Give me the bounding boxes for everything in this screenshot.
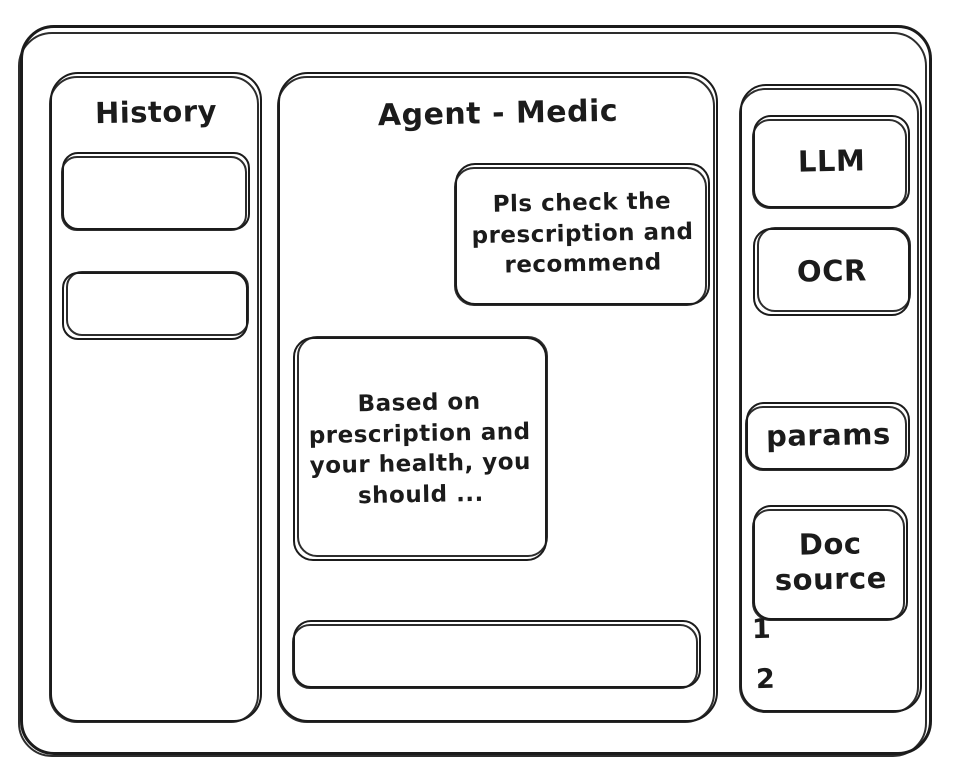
history-list-item[interactable] [61,152,250,231]
tool-card-params[interactable]: params [745,402,910,471]
tool-card-label: params [765,417,891,454]
history-list-item[interactable] [62,271,249,340]
tool-card-label: LLM [797,143,866,179]
tool-card-doc-source[interactable]: Doc source [752,505,908,621]
message-input[interactable] [292,620,701,689]
doc-source-ref-1[interactable]: 1 [751,613,772,646]
user-message-bubble: Pls check the prescription and recommend [454,163,710,306]
tool-card-label: OCR [796,253,867,289]
tool-card-ocr[interactable]: OCR [753,227,911,316]
history-panel-title: History [94,93,218,131]
agent-message-bubble: Based on prescription and your health, y… [293,336,548,561]
doc-source-ref-2[interactable]: 2 [755,663,776,696]
tool-card-label: Doc source [774,526,888,598]
user-message-text: Pls check the prescription and recommend [471,188,694,279]
tool-card-llm[interactable]: LLM [752,115,910,209]
agent-message-text: Based on prescription and your health, y… [308,388,532,509]
